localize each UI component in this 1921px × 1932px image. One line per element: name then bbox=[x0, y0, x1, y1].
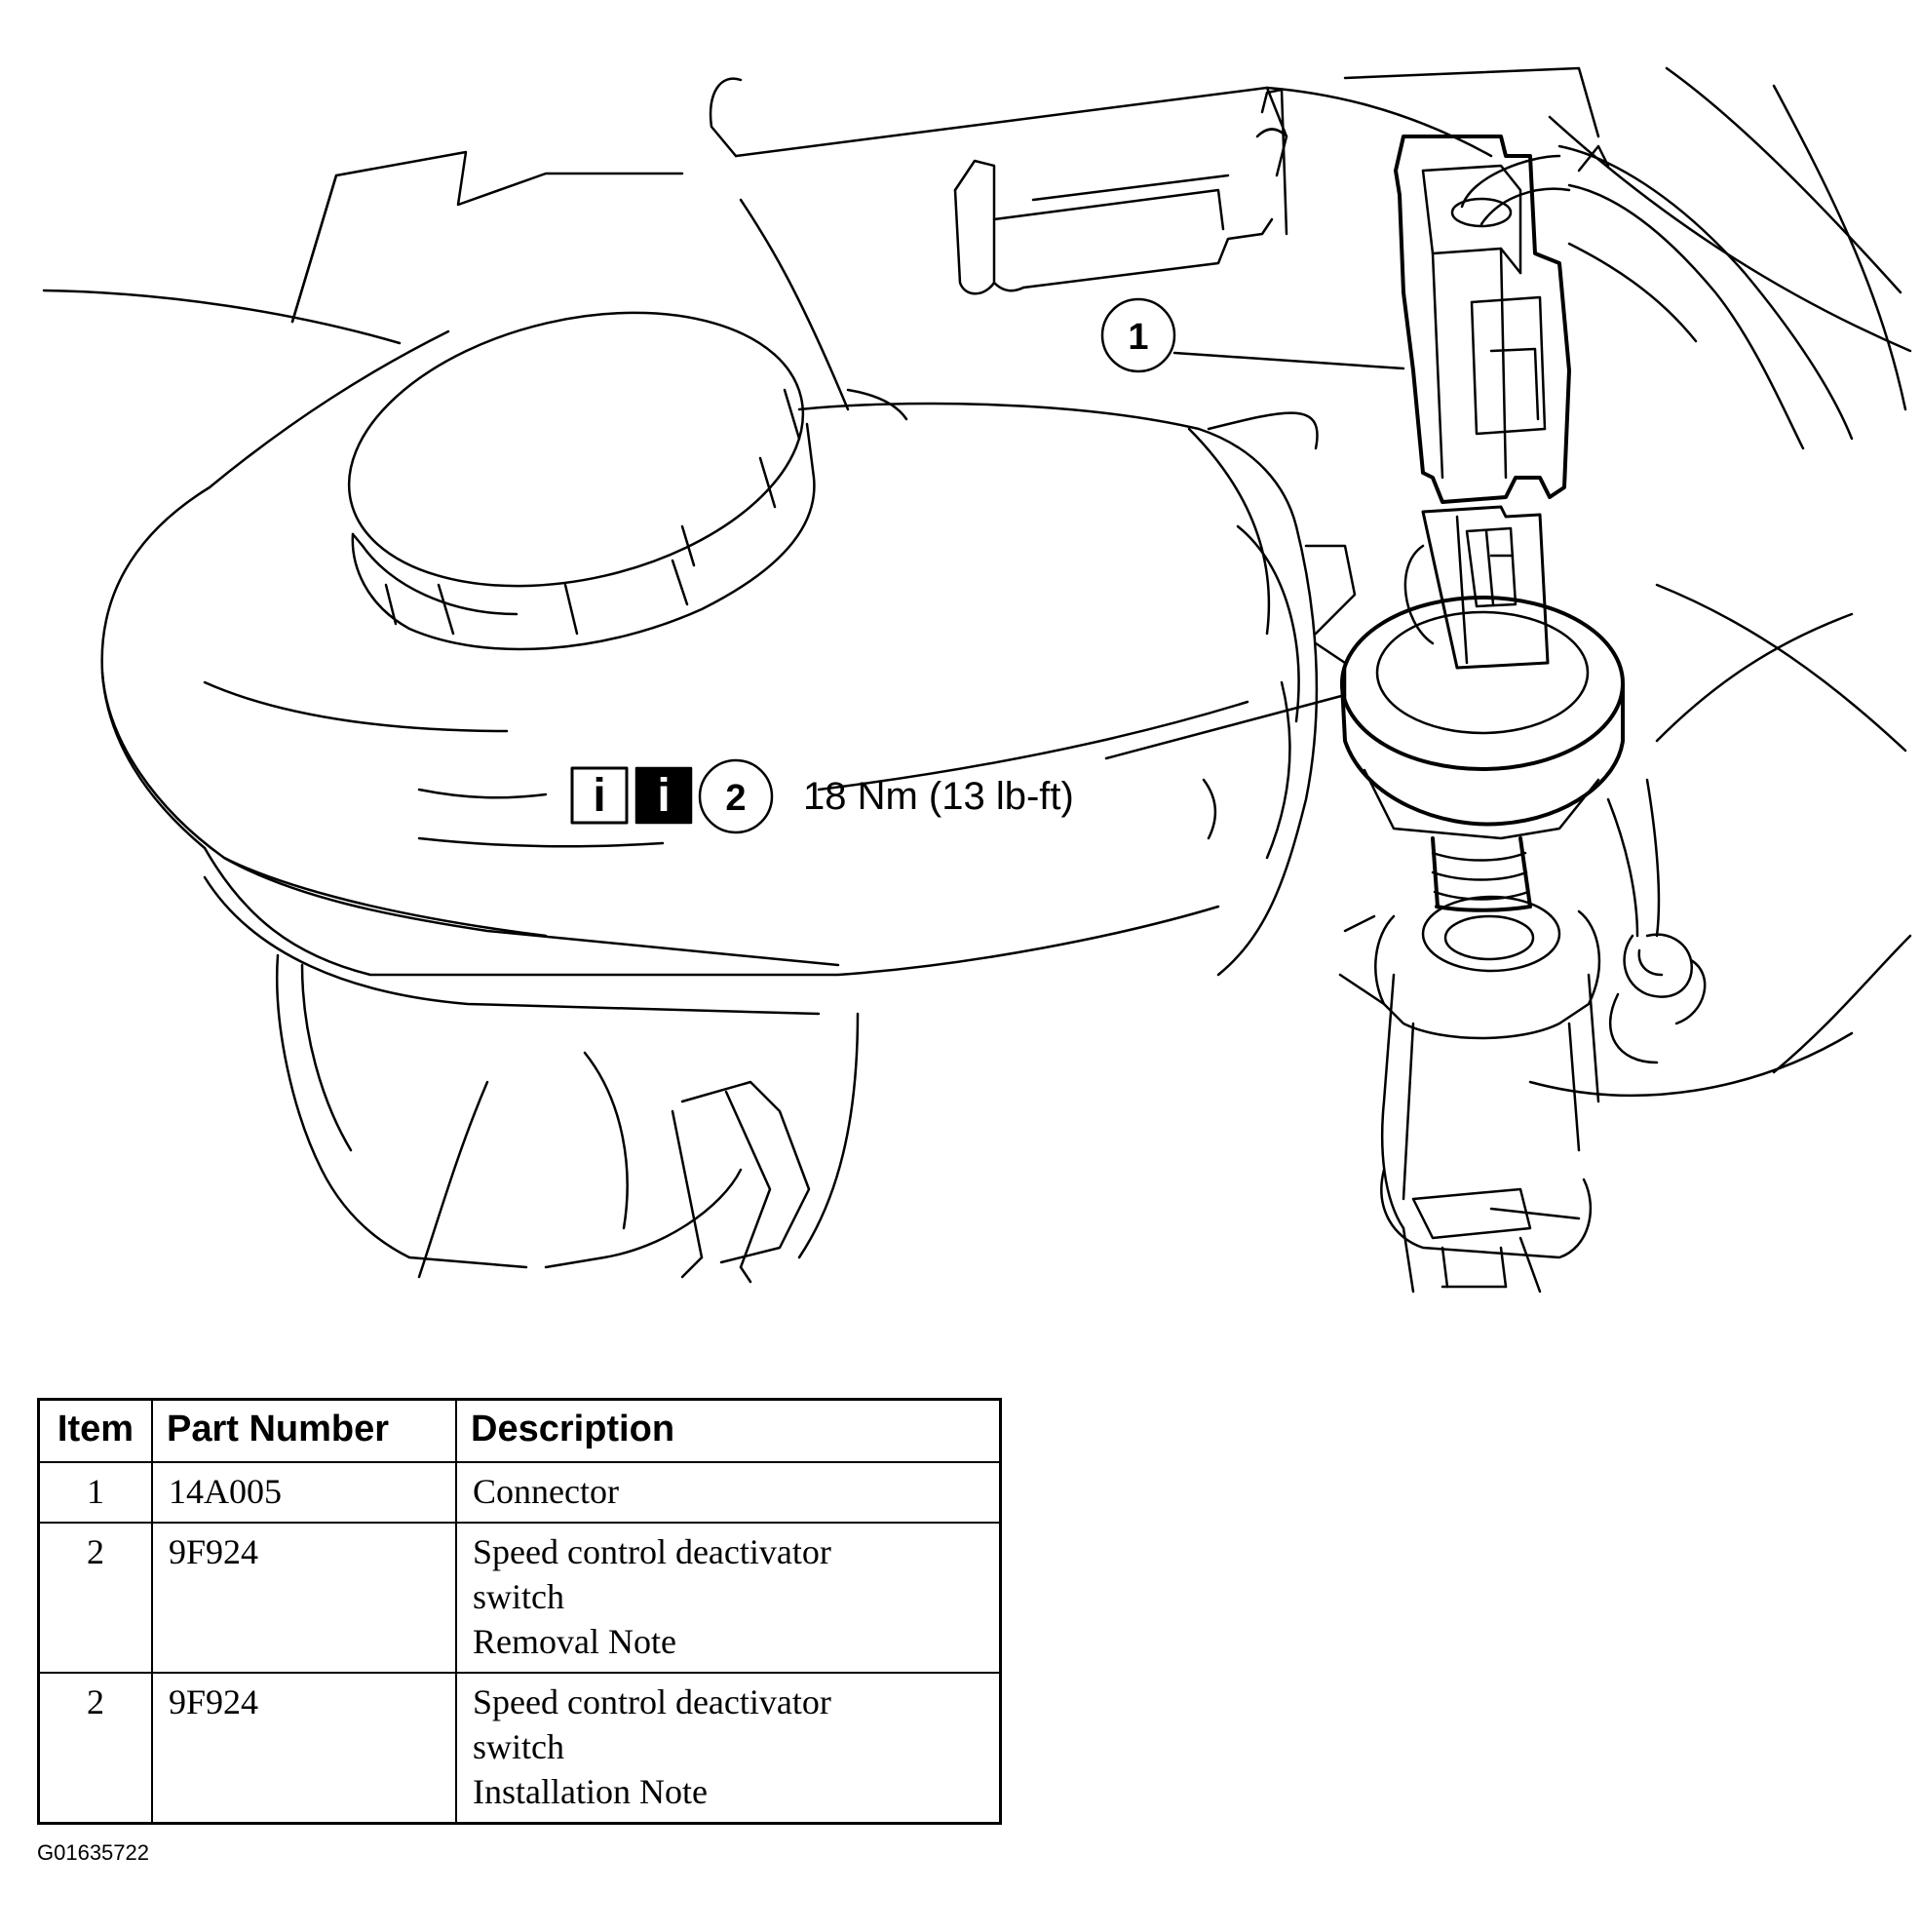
row-part-number: 14A005 bbox=[151, 1461, 457, 1524]
info-icon bbox=[570, 766, 629, 825]
leader-lines bbox=[1104, 351, 1405, 760]
brake-lines bbox=[276, 953, 860, 1284]
table-row: 2 9F924 Speed control deactivator switch… bbox=[37, 1522, 1002, 1674]
column-header-description: Description bbox=[455, 1398, 1002, 1463]
row-item: 1 bbox=[37, 1461, 153, 1524]
switch-port-housing bbox=[1338, 895, 1601, 1294]
row-description: Connector bbox=[455, 1461, 1002, 1524]
torque-spec: 18 Nm (13 lb-ft) bbox=[803, 775, 1074, 818]
row-part-number: 9F924 bbox=[151, 1672, 457, 1825]
installation-note-link[interactable]: Installation Note bbox=[473, 1772, 708, 1811]
column-header-item: Item bbox=[37, 1398, 153, 1463]
info-callout-group: i i 2 18 Nm (13 lb-ft) bbox=[570, 758, 1074, 834]
table-row: 2 9F924 Speed control deactivator switch… bbox=[37, 1672, 1002, 1825]
table-header-row: Item Part Number Description bbox=[37, 1398, 1002, 1463]
figure-code: G01635722 bbox=[37, 1840, 149, 1865]
callout-1: 1 bbox=[1100, 297, 1176, 373]
info-filled-icon bbox=[634, 766, 693, 825]
description-line: Connector bbox=[473, 1472, 619, 1511]
callout-2-circle bbox=[698, 758, 774, 834]
deactivator-switch-item-2 bbox=[1340, 505, 1625, 912]
callout-1-label: 1 bbox=[1128, 317, 1148, 358]
wiring-harness bbox=[1606, 778, 1707, 1064]
connector-item-1 bbox=[1394, 135, 1854, 504]
bracket-clips bbox=[953, 88, 1288, 295]
parts-table: Item Part Number Description 1 14A005 Co… bbox=[37, 1398, 1002, 1825]
description-line: switch bbox=[473, 1577, 564, 1616]
reservoir-body bbox=[100, 329, 1357, 1016]
table-row: 1 14A005 Connector bbox=[37, 1461, 1002, 1524]
removal-note-link[interactable]: Removal Note bbox=[473, 1622, 676, 1661]
reservoir-cap bbox=[347, 311, 816, 651]
info-icon-glyph: i bbox=[593, 770, 605, 822]
description-line: switch bbox=[473, 1727, 564, 1766]
description-line: Speed control deactivator bbox=[473, 1532, 831, 1571]
row-item: 2 bbox=[37, 1672, 153, 1825]
row-part-number: 9F924 bbox=[151, 1522, 457, 1674]
callout-1-circle bbox=[1100, 297, 1176, 373]
row-description: Speed control deactivator switch Install… bbox=[455, 1672, 1002, 1825]
leader-line-2 bbox=[1104, 693, 1347, 760]
callout-2-label: 2 bbox=[725, 778, 746, 819]
description-line: Speed control deactivator bbox=[473, 1682, 831, 1721]
column-header-part-number: Part Number bbox=[151, 1398, 457, 1463]
brake-reservoir-illustration: 1 i i 2 18 Nm (13 lb-ft) bbox=[42, 66, 1912, 1294]
leader-line-1 bbox=[1172, 351, 1405, 370]
info-filled-icon-glyph: i bbox=[657, 770, 670, 822]
background-panels bbox=[42, 66, 1912, 1220]
row-item: 2 bbox=[37, 1522, 153, 1674]
row-description: Speed control deactivator switch Removal… bbox=[455, 1522, 1002, 1674]
